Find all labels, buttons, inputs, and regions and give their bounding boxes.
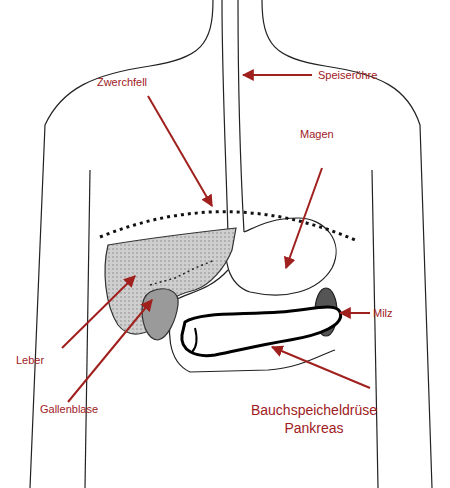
organ-label: Gallenblase [40, 403, 98, 415]
body-outline [372, 170, 378, 488]
organ-label: Magen [300, 128, 334, 140]
leader-arrow [243, 74, 312, 76]
leader-arrow [340, 312, 370, 314]
esophagus-outline [222, 0, 228, 235]
leader-arrow [286, 168, 322, 268]
stomach-outline [226, 218, 336, 295]
leader-arrow [62, 276, 135, 348]
organ-label: Bauchspeicheldrüse [251, 403, 377, 418]
organ-label: Pankreas [284, 421, 343, 436]
esophagus-outline [238, 0, 244, 232]
body-outline [85, 170, 90, 488]
pancreas-shape [182, 307, 341, 356]
liver-lobe-line [150, 260, 215, 285]
diaphragm-line [100, 212, 355, 240]
organ-label: Leber [16, 354, 44, 366]
gallbladder-shape [142, 289, 178, 340]
leader-arrow [272, 347, 370, 388]
organ-label: Speiseröhre [318, 69, 377, 81]
organ-label: Zwerchfell [97, 76, 147, 88]
pancreas-detail [192, 328, 196, 352]
organ-label: Milz [373, 307, 393, 319]
leader-arrow [148, 96, 212, 206]
leader-arrow [68, 300, 152, 402]
